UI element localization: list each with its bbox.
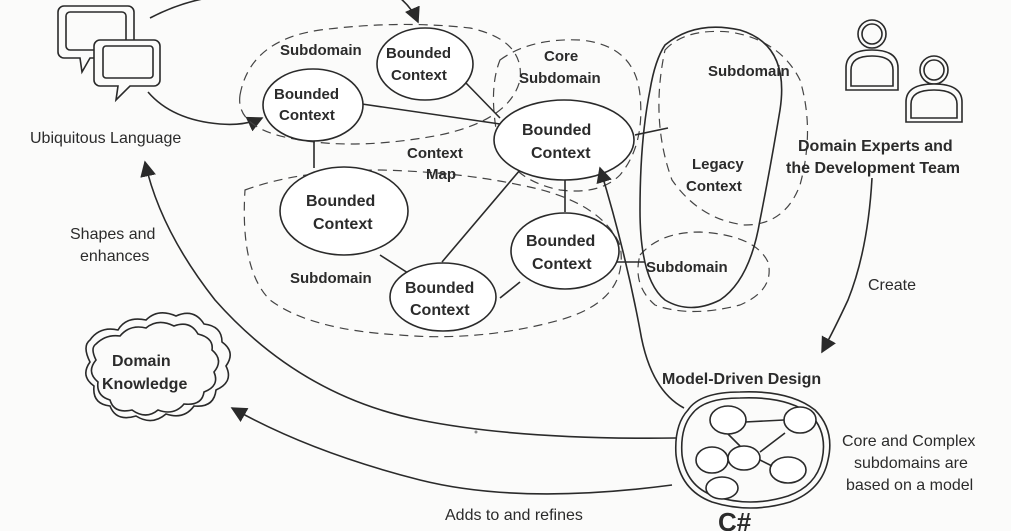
bounded-context-ellipse <box>510 212 620 290</box>
bounded-context-ellipse <box>279 166 409 256</box>
context-map-label: Context <box>407 145 463 162</box>
stray-dot <box>474 430 478 434</box>
adds-refines-label: Adds to and refines <box>445 507 583 524</box>
bounded-context-label: Bounded <box>522 122 591 139</box>
shapes-enhances-label: Shapes and <box>70 226 155 243</box>
core-subdomain-label: Core <box>544 48 578 65</box>
bounded-context-label: Context <box>391 67 447 84</box>
speech-arc-arrow <box>149 0 202 19</box>
bounded-context-label: Bounded <box>274 86 339 103</box>
shapes-enhances-label-2: enhances <box>80 248 149 265</box>
core-complex-label: Core and Complex <box>842 433 975 450</box>
subdomain-left-boundary <box>243 169 622 338</box>
model-driven-design-label: Model-Driven Design <box>662 371 821 388</box>
domain-knowledge-cloud-inner <box>90 321 220 416</box>
core-subdomain-label-2: Subdomain <box>519 70 601 87</box>
core-complex-label-3: based on a model <box>846 477 973 494</box>
bounded-context-label: Bounded <box>405 280 474 297</box>
domain-experts-label-2: the Development Team <box>786 160 960 177</box>
bounded-context-label: Context <box>532 256 592 273</box>
subdomain-right-top-label: Subdomain <box>708 63 790 80</box>
adds-refines-arrow <box>230 407 673 495</box>
legacy-context-label: Legacy <box>692 156 744 173</box>
domain-knowledge-cloud <box>85 312 231 422</box>
bounded-context-label: Context <box>279 107 335 124</box>
ubiquitous-language-label: Ubiquitous Language <box>30 130 181 147</box>
bounded-context-ellipse <box>493 99 635 181</box>
subdomain-left-label: Subdomain <box>290 270 372 287</box>
core-complex-label-2: subdomains are <box>854 455 968 472</box>
create-label: Create <box>868 277 916 294</box>
bounded-context-label: Bounded <box>306 193 375 210</box>
bounded-context-ellipse <box>376 27 474 101</box>
speech-bubbles-icon <box>57 5 161 103</box>
bounded-context-ellipse <box>262 68 364 142</box>
subdomain-right-bottom-label: Subdomain <box>646 259 728 276</box>
top-arrow <box>401 0 420 24</box>
bounded-context-label: Context <box>313 216 373 233</box>
legacy-context-label-2: Context <box>686 178 742 195</box>
subdomain-right-bottom-boundary <box>637 231 770 313</box>
domain-experts-label: Domain Experts and <box>798 138 953 155</box>
legacy-loop <box>639 26 783 309</box>
subdomain-top-boundary <box>239 23 521 145</box>
language-to-bc-arrow <box>147 91 264 132</box>
domain-knowledge-label-2: Knowledge <box>102 376 187 393</box>
people-icon <box>845 19 963 123</box>
csharp-label: C# <box>718 507 752 531</box>
bounded-context-label: Context <box>531 145 591 162</box>
model-to-core-arrow <box>596 166 685 409</box>
create-arrow <box>821 177 873 354</box>
bounded-context-ellipse <box>389 262 497 332</box>
model-driven-design-cluster <box>674 391 831 509</box>
bounded-context-label: Bounded <box>526 233 595 250</box>
shapes-enhances-arrow <box>140 160 677 439</box>
bounded-context-label: Context <box>410 302 470 319</box>
bounded-context-label: Bounded <box>386 45 451 62</box>
context-map-label-2: Map <box>426 166 456 183</box>
subdomain-right-top-boundary <box>658 30 809 226</box>
domain-knowledge-label: Domain <box>112 353 171 370</box>
subdomain-top-label: Subdomain <box>280 42 362 59</box>
